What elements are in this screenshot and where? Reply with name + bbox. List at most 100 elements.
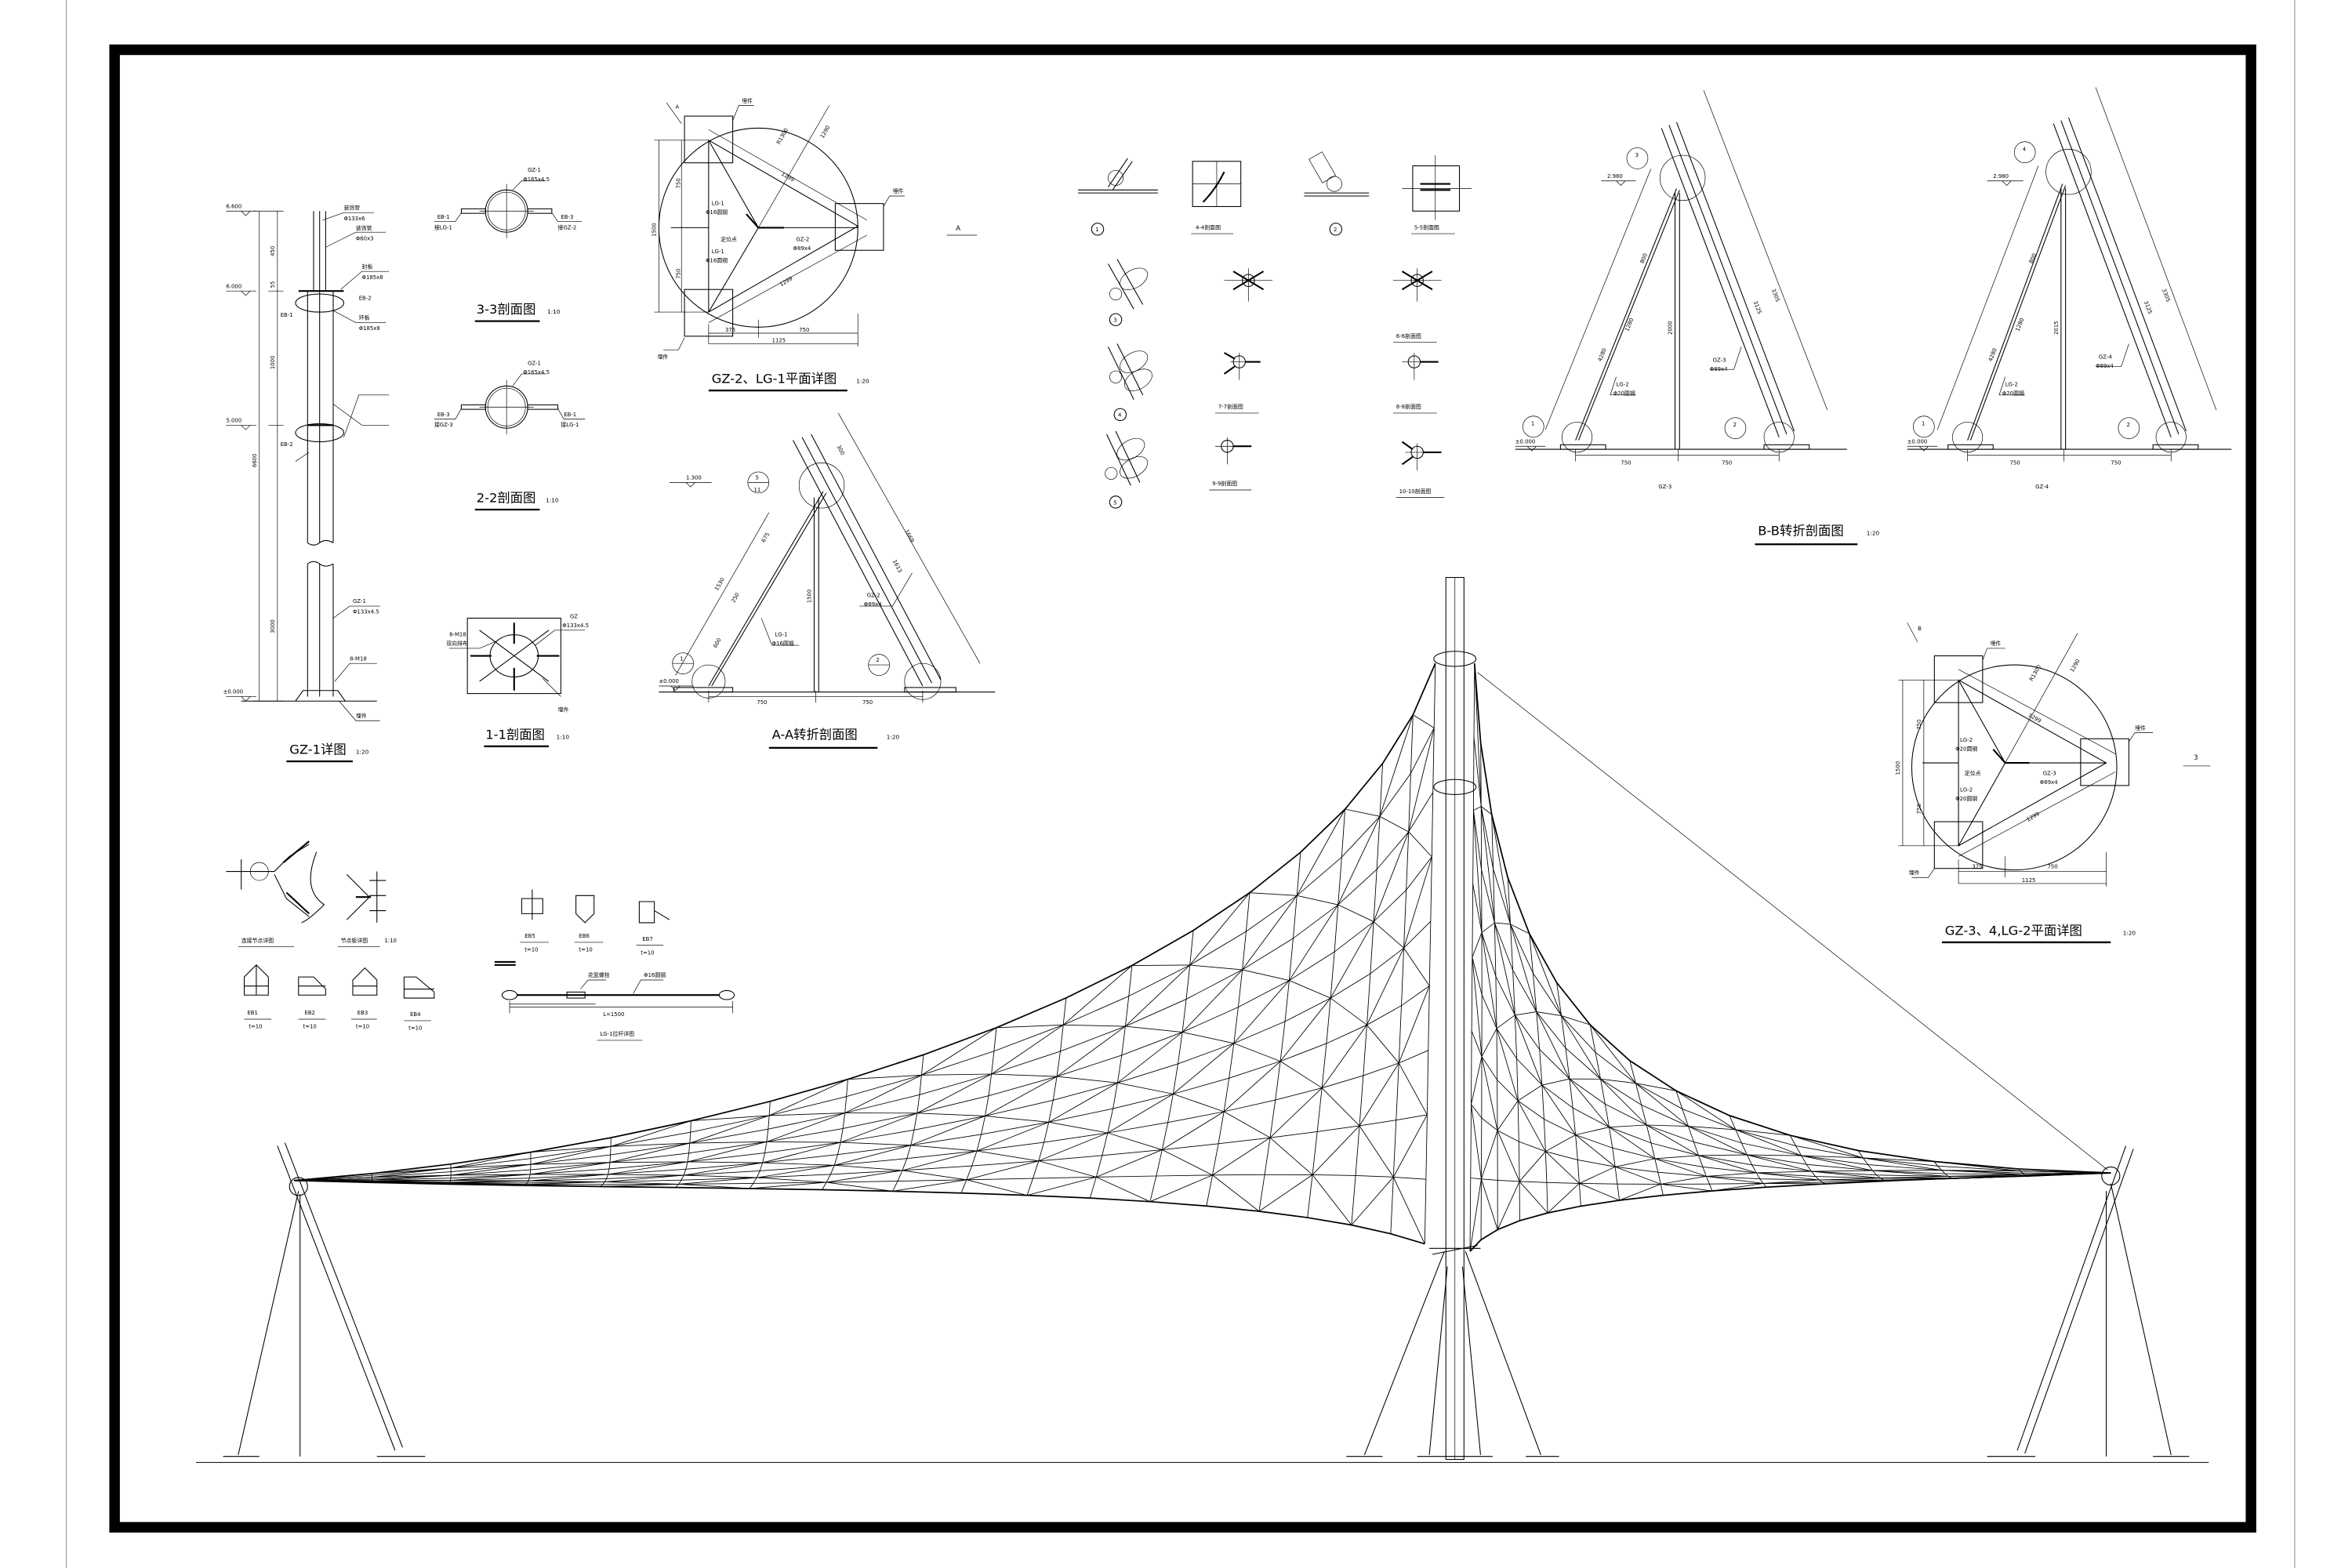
membrane-mesh-diagonal [1661,1183,1712,1192]
sec33-label: 接LG-1 [434,223,452,230]
eb-label: EB4 [410,1011,421,1018]
membrane-mesh-diagonal [1609,1124,1647,1128]
gz2-label: Φ89x4 [793,245,811,252]
membrane-mesh-diagonal [1635,1083,1676,1091]
membrane-mesh-diagonal [689,1141,767,1144]
gz2-label: 埋件 [657,354,668,361]
eb-label: EB6 [579,933,589,939]
aa-label: Φ16圆钢 [772,640,794,647]
membrane-mesh-diagonal [1379,714,1414,817]
bb-left-level: 2.980 [1607,173,1623,180]
membrane-mesh-diagonal [1413,714,1435,728]
membrane-mesh-diagonal [372,1174,452,1181]
membrane-mesh-line [1206,892,1250,1207]
membrane-mesh-diagonal [1189,964,1243,971]
drawing-frame [109,44,2256,1533]
membrane-mesh-diagonal [1706,1172,1757,1177]
membrane-mesh-diagonal [1279,997,1331,1062]
node-details: 1 4-4剖面图 2 5-5剖面图 3 4 5 6-6剖面图 7-7剖面图 8-… [1078,151,1472,509]
membrane-mesh-diagonal [678,1177,757,1185]
membrane-mesh-diagonal [991,1073,1058,1077]
gz34-scale: 1:20 [2123,929,2136,936]
bb-right-level: ±0.000 [1907,438,1928,445]
sec22-label: EB-3 [437,412,450,418]
membrane-mesh-diagonal [610,1161,688,1163]
membrane-mesh-diagonal [1886,1178,1955,1181]
gz2-dim: 750 [675,178,681,188]
membrane-mesh-diagonal [1258,1174,1313,1212]
membrane-elevation [196,577,2209,1463]
membrane-mesh-diagonal [844,1074,922,1114]
eb-note: t=10 [641,949,654,956]
bb-left-dim: 750 [1621,459,1631,466]
membrane-mesh-diagonal [1242,895,1298,971]
gz34-dim: 375 [1972,864,1982,870]
membrane-mesh-diagonal [1517,1084,1543,1102]
membrane-mesh-diagonal [1096,1176,1151,1203]
membrane-mesh-diagonal [1941,1170,2025,1175]
bb-left-dim: 750 [1722,459,1732,466]
membrane-mesh-diagonal [1811,1171,1881,1179]
sec11-scale: 1:10 [557,733,570,740]
membrane-mesh-diagonal [1296,808,1345,896]
section-2-2: GZ-1 Φ165x4.5 EB-3 接GZ-3 EB-1 接LG-1 2-2剖… [434,360,586,511]
gz34-label: LG-2 [1960,787,1973,793]
membrane-mesh-diagonal [766,1112,845,1142]
membrane-mesh-diagonal [530,1145,612,1153]
membrane-mesh-diagonal [1373,921,1404,949]
membrane-mesh-diagonal [1312,1125,1360,1175]
sec22-label: 接GZ-3 [434,421,453,428]
sec33-title: 3-3剖面图 [477,302,536,317]
membrane-mesh-diagonal [1688,1126,1736,1131]
membrane-mesh-diagonal [762,1142,841,1163]
membrane-mesh-diagonal [1359,1062,1399,1127]
membrane-mesh-diagonal [1403,856,1432,949]
membrane-mesh-diagonal [1496,1014,1515,1029]
membrane-mesh-diagonal [1038,1160,1097,1178]
membrane-mesh-diagonal [688,1161,763,1163]
membrane-mesh-line [1258,852,1301,1212]
membrane-mesh-diagonal [985,1076,1058,1116]
membrane-mesh-diagonal [293,1177,372,1181]
membrane-mesh-diagonal [1408,831,1432,858]
gz2-scale: 1:20 [856,377,869,384]
membrane-mesh-diagonal [1880,1175,1949,1179]
membrane-mesh-diagonal [528,1174,608,1181]
membrane-mesh-diagonal [1379,815,1409,833]
membrane-mesh-diagonal [768,1079,848,1116]
membrane-mesh-diagonal [604,1174,684,1182]
gz1-label: Φ60x3 [356,236,374,242]
gz2-label: LG-1 [712,201,724,207]
membrane-mesh-line [447,1163,452,1185]
gz2-section-mark: A [676,103,680,110]
gz34-label: LG-2 [1960,737,1973,743]
membrane-mesh-diagonal [2020,1171,2111,1174]
membrane-mesh-diagonal [1269,1087,1323,1138]
membrane-mesh-diagonal [1351,1177,1394,1225]
bb-section-left: 3 1 2 2.980 ±0.000 750 750 2000 4280 128… [1515,90,1847,490]
membrane-mesh-diagonal [1706,1175,1764,1184]
membrane-mesh-diagonal [1529,933,1562,1016]
membrane-mesh-diagonal [966,1160,1039,1181]
membrane-mesh-diagonal [1589,1024,1636,1083]
membrane-mesh-diagonal [530,1162,611,1165]
sec33-label: EB-3 [561,214,573,220]
gz1-detail: 6.600 6.000 5.000 ±0.000 450 55 1000 660… [223,203,390,763]
gz1-level-6600: 6.600 [226,203,241,209]
membrane-mesh-diagonal [1600,1078,1636,1084]
membrane-mesh-diagonal [1472,932,1483,958]
membrane-mesh-diagonal [611,1142,690,1147]
gz34-dim: 750 [1916,720,1922,730]
membrane-mesh-diagonal [608,1161,688,1175]
membrane-mesh-diagonal [1579,1183,1620,1201]
membrane-mesh-diagonal [1514,1014,1543,1086]
membrane-mesh-diagonal [1497,1130,1520,1182]
membrane-mesh-diagonal [976,1150,1039,1162]
sec11-title: 1-1剖面图 [485,727,545,742]
membrane-mesh-diagonal [1654,1158,1707,1177]
guy-cable [1477,672,2108,1171]
membrane-mesh-diagonal [1223,1061,1281,1112]
gz2-label: Φ16圆钢 [706,257,728,264]
membrane-mesh-diagonal [1954,1175,2028,1179]
membrane-mesh-diagonal [451,1174,531,1176]
